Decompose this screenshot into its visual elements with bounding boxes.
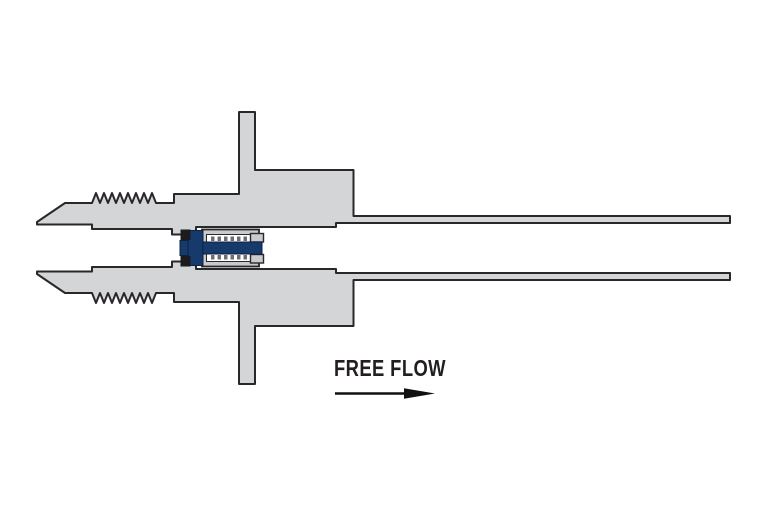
lower-oring-seal [180, 256, 191, 267]
poppet-stem [195, 241, 263, 255]
upper-oring-seal [180, 229, 191, 240]
poppet-nose [179, 240, 189, 256]
valve-body-upper-section [36, 111, 731, 236]
flow-arrow [335, 388, 435, 399]
lower-spring-end-cap [249, 253, 265, 264]
upper-spring-end-cap [249, 232, 265, 243]
free-flow-label: FREE FLOW [334, 355, 446, 381]
